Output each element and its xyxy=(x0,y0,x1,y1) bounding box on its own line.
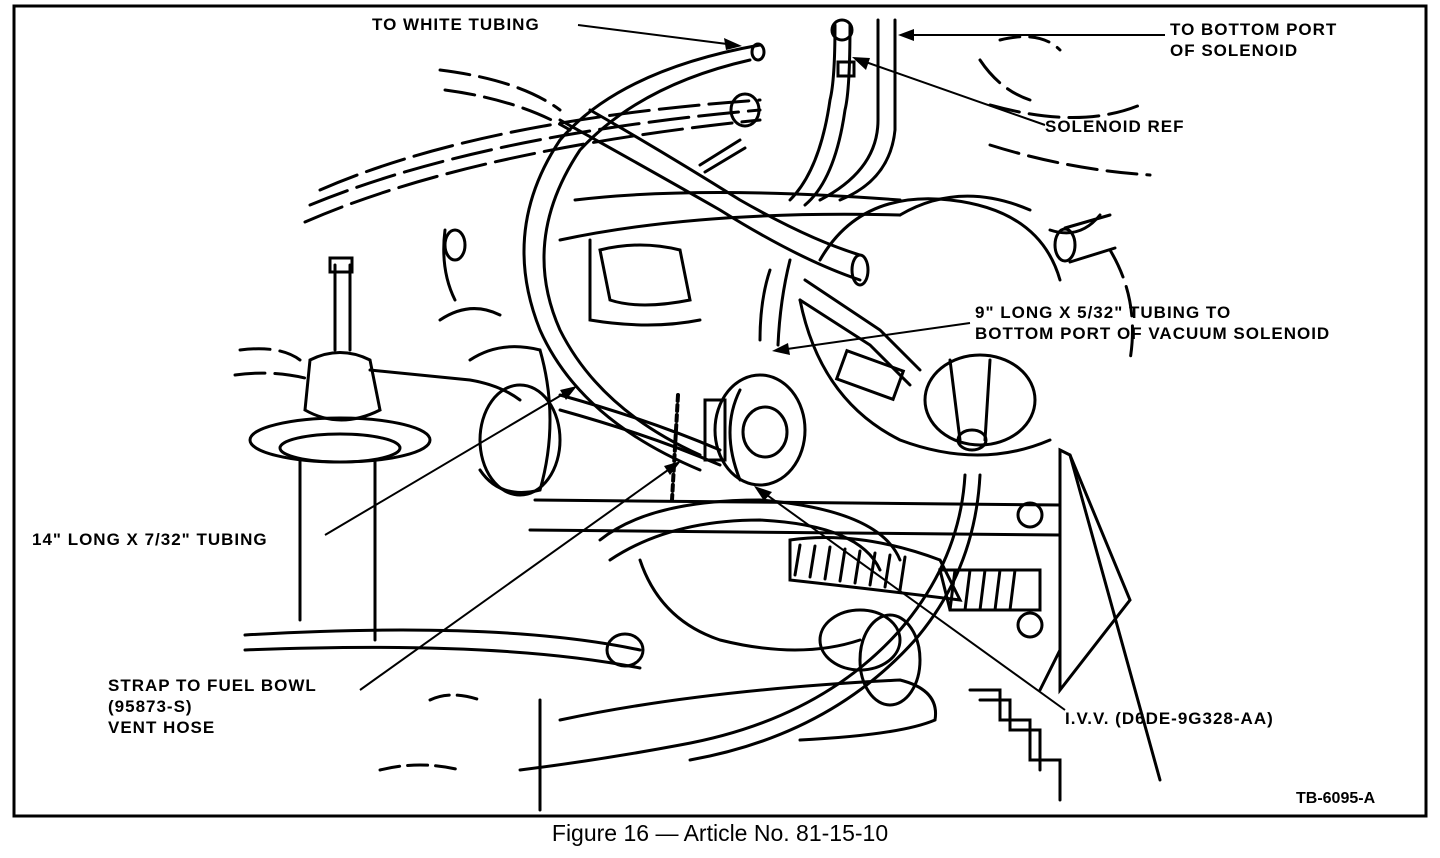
label-strap-line1: STRAP TO FUEL BOWL xyxy=(108,676,317,695)
leader-9in-tubing xyxy=(779,322,971,351)
leader-solenoid-ref xyxy=(859,59,1046,126)
leader-14in-tubing xyxy=(324,389,571,536)
label-strap-line2: (95873-S) xyxy=(108,697,193,716)
leader-strap xyxy=(359,464,676,691)
label-14in-tubing: 14" LONG X 7/32" TUBING xyxy=(32,530,268,549)
leader-arrowheads xyxy=(560,29,914,501)
figure-frame xyxy=(12,4,1428,818)
label-white-tubing: TO WHITE TUBING xyxy=(372,15,540,34)
leader-lines xyxy=(324,24,1165,711)
arrow-bottom-port xyxy=(898,29,914,41)
arrow-strap xyxy=(664,461,681,475)
arrow-14in-tubing xyxy=(560,386,577,400)
label-bottom-port-line2: OF SOLENOID xyxy=(1170,41,1299,60)
label-bottom-port-line1: TO BOTTOM PORT xyxy=(1170,20,1338,39)
engine-drawing xyxy=(233,18,1162,812)
arrow-solenoid-ref xyxy=(852,57,870,70)
figure-code: TB-6095-A xyxy=(1296,790,1376,807)
arrow-ivv xyxy=(754,486,772,501)
label-strap-line3: VENT HOSE xyxy=(108,718,216,737)
label-ivv: I.V.V. (D6DE-9G328-AA) xyxy=(1065,709,1274,728)
figure-caption: Figure 16 — Article No. 81-15-10 xyxy=(551,820,889,846)
leader-white-tubing xyxy=(577,24,736,46)
label-9in-tubing-line2: BOTTOM PORT OF VACUUM SOLENOID xyxy=(975,324,1331,343)
leader-ivv xyxy=(759,489,1066,711)
label-9in-tubing-line1: 9" LONG X 5/32" TUBING TO xyxy=(975,303,1232,322)
arrow-9in-tubing xyxy=(772,343,790,355)
arrow-white-tubing xyxy=(724,38,742,50)
label-solenoid-ref: SOLENOID REF xyxy=(1045,117,1185,136)
